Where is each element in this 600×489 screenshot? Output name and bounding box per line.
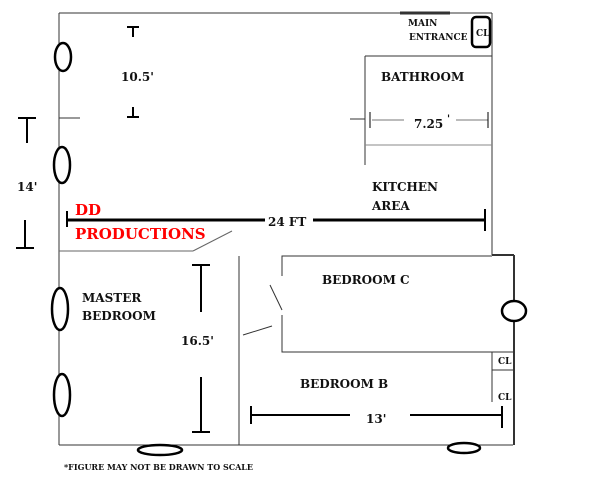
windows xyxy=(50,41,528,457)
main-entrance-label-1: MAIN xyxy=(408,19,437,29)
bathroom-width-prime: ' xyxy=(447,114,450,125)
top-height-label: 10.5' xyxy=(121,70,154,84)
bedroom-c-bottom xyxy=(281,315,492,353)
closet-c xyxy=(491,351,515,371)
closet-b-label: CL xyxy=(498,393,512,403)
kitchen-label-1: KITCHEN xyxy=(372,180,438,194)
master-height-label: 16.5' xyxy=(181,334,214,348)
window-icon xyxy=(53,41,73,73)
bedroom-b-door xyxy=(242,325,273,336)
master-label-2: BEDROOM xyxy=(82,309,156,323)
main-entrance-label-2: ENTRANCE xyxy=(409,33,468,43)
bedroom-c-door xyxy=(269,284,283,311)
closet-label: CL xyxy=(476,29,490,39)
bedroom-c-label: BEDROOM C xyxy=(322,273,410,287)
total-width-label: 24 FT xyxy=(268,215,306,229)
watermark-line-2: PRODUCTIONS xyxy=(75,225,206,243)
window-icon xyxy=(136,443,184,457)
bathroom-label: BATHROOM xyxy=(381,70,464,84)
window-icon xyxy=(446,441,482,455)
closet-c-label: CL xyxy=(498,357,512,367)
window-icon xyxy=(500,299,528,323)
bedroom-b-width-label: 13' xyxy=(366,412,386,426)
watermark-line-1: DD xyxy=(75,201,101,219)
master-label-1: MASTER xyxy=(82,291,142,305)
dimension-lines xyxy=(16,26,503,433)
bedroom-b-label: BEDROOM B xyxy=(300,377,388,391)
window-icon xyxy=(52,372,72,418)
window-icon xyxy=(50,286,70,332)
left-height-label: 14' xyxy=(17,180,37,194)
walls xyxy=(58,11,515,446)
footnote: *FIGURE MAY NOT BE DRAWN TO SCALE xyxy=(64,462,253,472)
window-icon xyxy=(52,145,72,185)
master-door xyxy=(192,230,233,252)
bedroom-c-top xyxy=(281,255,492,276)
kitchen-label-2: AREA xyxy=(371,199,410,213)
bathroom-width-label: 7.25 xyxy=(414,117,443,131)
entrance-closet xyxy=(470,15,492,49)
